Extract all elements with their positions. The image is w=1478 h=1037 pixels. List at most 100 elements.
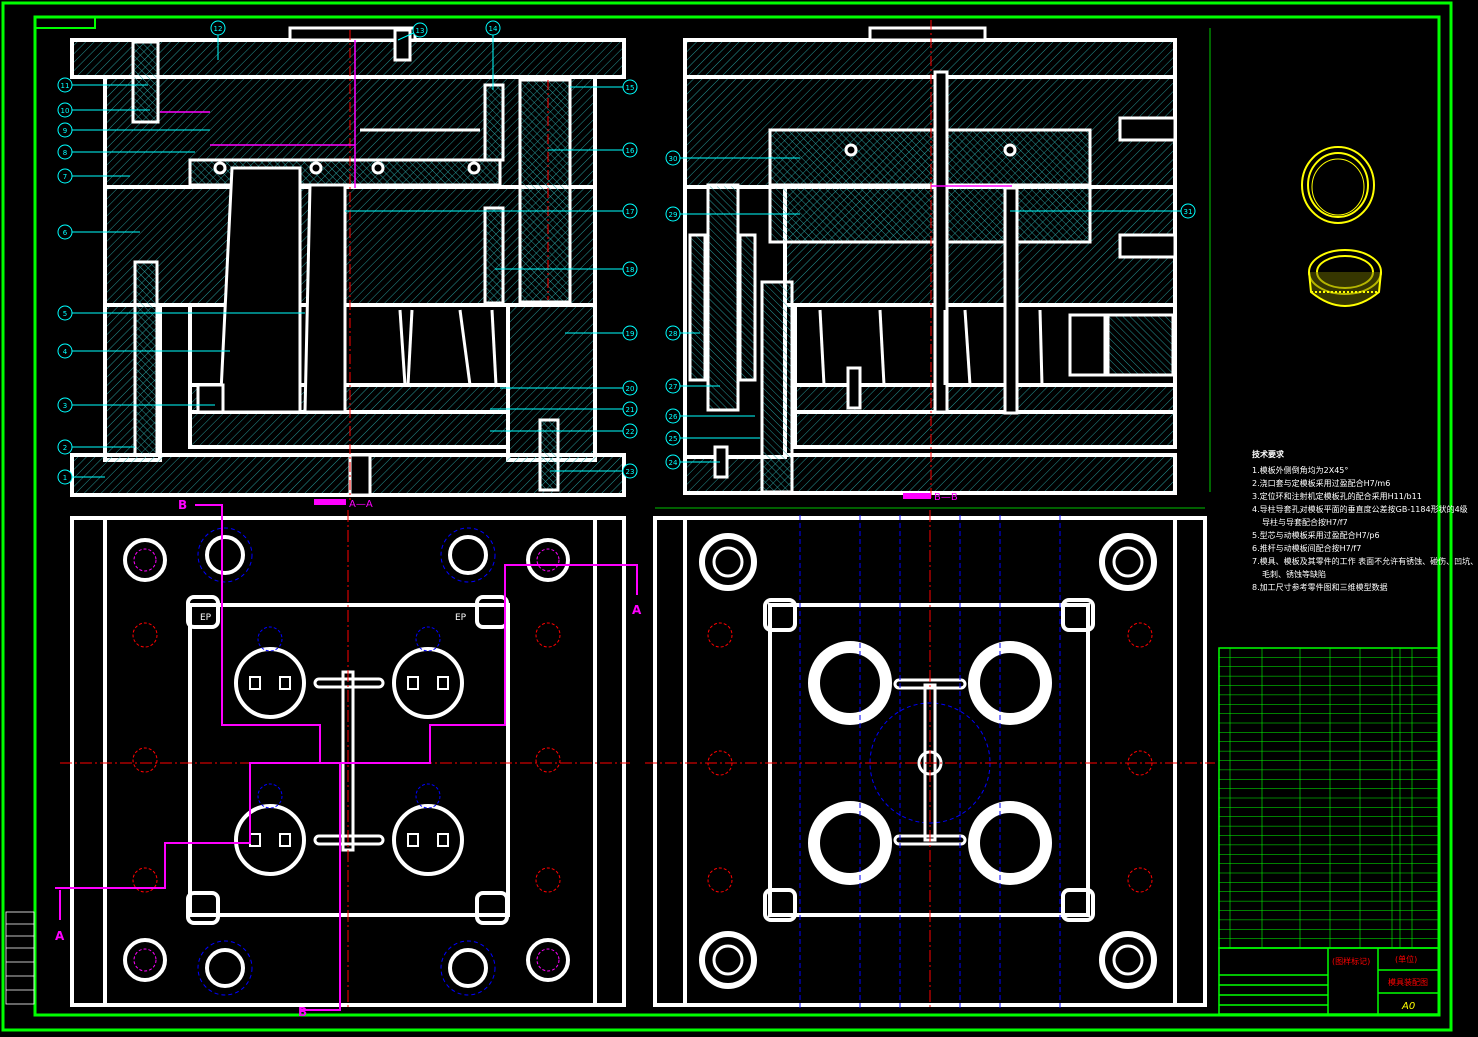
part-balloon: [665, 408, 681, 424]
sheet-corner-mark: [35, 16, 96, 29]
core-insert: [808, 641, 892, 725]
guide-bushing-inner: [1112, 944, 1144, 976]
part-balloon: [622, 203, 638, 219]
part-balloon: [57, 77, 73, 93]
part-balloon-number: 7: [63, 173, 67, 181]
section-bb-details: [688, 26, 1177, 494]
core-insert: [968, 641, 1052, 725]
part-balloon: [622, 261, 638, 277]
part-balloon-number: 27: [669, 383, 678, 391]
part-balloon: [57, 397, 73, 413]
part-balloon-number: 11: [61, 82, 70, 90]
part-balloon-number: 25: [669, 435, 678, 443]
guide-bushing: [536, 948, 560, 972]
part-balloon: [622, 325, 638, 341]
part-balloon-number: 23: [626, 468, 635, 476]
part-balloon: [57, 168, 73, 184]
part-balloon: [57, 469, 73, 485]
part-balloon-number: 4: [63, 348, 68, 356]
sheet-border-inner: [33, 15, 1441, 1017]
guide-bushing-bore: [1099, 931, 1157, 989]
ejector-pin-hidden: [257, 626, 283, 652]
ejector-pin-label: EP: [200, 613, 212, 623]
slider-block: [437, 833, 449, 847]
part-balloon: [622, 423, 638, 439]
title-block: [1218, 947, 1440, 1015]
part-isometric-top: [1301, 146, 1375, 224]
return-pin: [448, 535, 488, 575]
ejector-pin-label: EP: [455, 613, 467, 623]
part-balloon: [57, 305, 73, 321]
part-balloon: [665, 150, 681, 166]
part-balloon: [57, 439, 73, 455]
part-balloon-number: 14: [489, 25, 498, 33]
margin-table: [5, 911, 35, 1005]
part-balloon-number: 8: [63, 149, 67, 157]
cut-mark-b-bottom: B: [298, 1005, 307, 1019]
slider-block: [249, 676, 261, 690]
return-spring: [197, 527, 253, 583]
title-drawing-name: 模具装配图: [1388, 977, 1428, 987]
part-balloon-number: 29: [669, 211, 678, 219]
slider-block: [249, 833, 261, 847]
sheet-border-outer: [1, 1, 1453, 1032]
cut-mark-a-bottom: A: [55, 929, 65, 943]
part-balloon: [57, 343, 73, 359]
cavity-corner-lock: [475, 595, 509, 629]
part-balloon: [57, 144, 73, 160]
cut-mark-b-top: B: [178, 498, 187, 512]
screw-hole: [707, 622, 733, 648]
slider-block: [279, 833, 291, 847]
part-balloon-number: 1: [63, 474, 67, 482]
guide-bushing-inner: [1112, 546, 1144, 578]
part-balloon: [57, 122, 73, 138]
plan-left-details: EP EP: [123, 527, 570, 996]
screw-hole: [707, 867, 733, 893]
part-balloon: [665, 325, 681, 341]
part-balloon: [622, 142, 638, 158]
tech-requirement-item: 2.浇口套与定模板采用过盈配合H7/m6: [1252, 479, 1391, 488]
ejector-pin-hidden: [415, 626, 441, 652]
cavity-insert: [234, 647, 306, 719]
section-bb-label: B—B: [934, 492, 958, 503]
slider-block: [437, 676, 449, 690]
guide-bushing: [133, 548, 157, 572]
return-pin: [448, 948, 488, 988]
part-balloon-number: 12: [214, 25, 223, 33]
part-balloon: [210, 20, 226, 36]
part-balloon-number: 9: [63, 127, 67, 135]
title-sheet-size: A0: [1401, 1001, 1415, 1012]
part-balloon: [412, 22, 428, 38]
guide-bushing-inner: [712, 944, 744, 976]
core-insert: [968, 801, 1052, 885]
guide-bushing: [133, 948, 157, 972]
core-corner-lock: [763, 888, 797, 922]
cavity-insert: [392, 647, 464, 719]
part-balloon: [1180, 203, 1196, 219]
cavity-corner-lock: [186, 891, 220, 925]
part-balloon-number: 31: [1184, 208, 1193, 216]
tech-requirement-item: 5.型芯与动模板采用过盈配合H7/p6: [1252, 531, 1380, 540]
part-balloon-number: 2: [63, 444, 67, 452]
core-corner-lock: [1061, 888, 1095, 922]
section-aa-label: A—A: [349, 499, 373, 510]
screw-hole: [535, 747, 561, 773]
part-balloon-number: 10: [61, 107, 70, 115]
screw-hole: [1127, 867, 1153, 893]
cut-line-b: [195, 504, 341, 1011]
section-aa-label-bar: [314, 499, 346, 505]
plan-right-details: [699, 515, 1157, 1008]
parts-list-table: [1218, 647, 1440, 949]
slider-block: [407, 676, 419, 690]
screw-hole: [535, 622, 561, 648]
return-spring: [440, 527, 496, 583]
core-corner-lock: [1061, 598, 1095, 632]
tech-requirement-item: 7.模具、模板及其零件的工作 表面不允许有锈蚀、碰伤、凹坑、: [1252, 557, 1478, 566]
part-balloon: [622, 463, 638, 479]
section-bb-label-bar: [903, 493, 931, 499]
part-balloon-number: 21: [626, 406, 635, 414]
part-balloon-number: 20: [626, 385, 635, 393]
